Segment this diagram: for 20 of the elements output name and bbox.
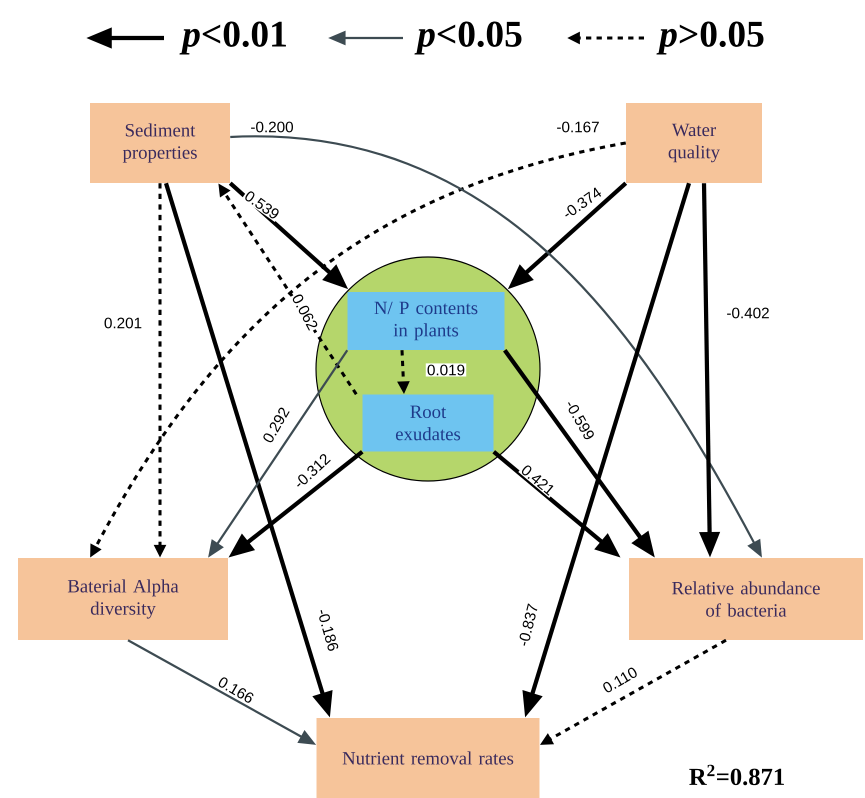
variable-box: Baterial Alpha diversity (18, 558, 228, 640)
edge-label: -0.186 (315, 606, 341, 654)
legend-text: p<0.05 (414, 22, 522, 54)
edge-label: -0.837 (516, 601, 540, 649)
edge-label: 0.019 (426, 363, 466, 377)
r-squared-label: R$^{2}$=0.871 (689, 764, 784, 786)
variable-box: Water quality (626, 103, 762, 183)
variable-box: Nutrient removal rates (316, 718, 540, 798)
variable-box: N/ P contents in plants (348, 292, 504, 350)
edge-label: -0.402 (725, 306, 771, 320)
variable-box: Relative abundance of bacteria (629, 558, 863, 640)
edge-label: 0.201 (102, 316, 144, 330)
edge-label: 0.062 (290, 291, 320, 333)
edge-label: 0.110 (600, 664, 640, 696)
edge-label: -0.200 (249, 120, 295, 134)
variable-box: Sediment properties (90, 103, 230, 183)
legend-text: p>0.05 (656, 22, 764, 54)
variable-box: Root exudates (362, 394, 494, 452)
legend-text: p<0.01 (179, 22, 286, 54)
edge-label: -0.167 (555, 120, 601, 134)
